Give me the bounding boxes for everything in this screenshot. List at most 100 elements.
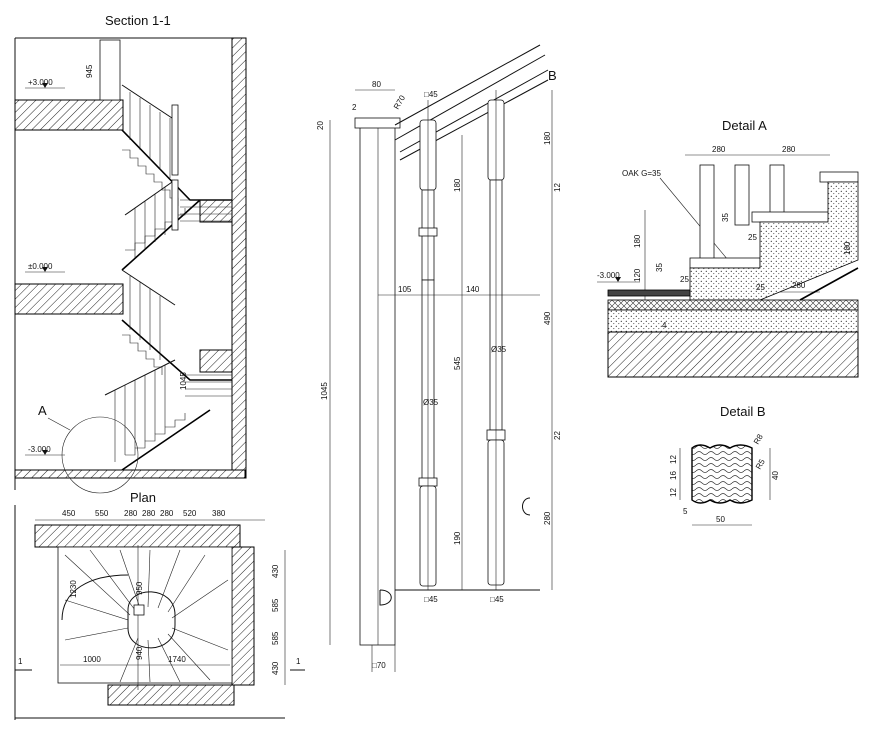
plan-well	[127, 591, 176, 649]
svg-text:585: 585	[271, 598, 280, 612]
svg-text:380: 380	[212, 509, 226, 518]
svg-text:12: 12	[669, 455, 678, 464]
level-marker-lower: -3.000	[25, 445, 65, 456]
baluster-1	[418, 100, 438, 590]
tread-upper	[751, 211, 833, 223]
svg-text:280: 280	[782, 145, 796, 154]
handrail-profile	[691, 444, 753, 504]
svg-text:16: 16	[669, 471, 678, 480]
detail-a-level: -3.000	[597, 271, 620, 280]
plan-section-mark-right: 1	[296, 657, 301, 666]
callout-label-a: A	[38, 403, 47, 418]
svg-text:950: 950	[135, 581, 144, 595]
svg-text:180: 180	[543, 131, 552, 145]
svg-text:120: 120	[633, 268, 642, 282]
svg-text:180: 180	[633, 234, 642, 248]
detail-a: Detail A 280 280 OAK G=35 180 180 35 25 …	[597, 118, 859, 378]
newel-post	[359, 124, 396, 646]
plan-dim-1740: 1740	[168, 655, 186, 664]
stringer-2	[121, 199, 201, 271]
slab-upper	[14, 99, 124, 131]
svg-text:□45: □45	[424, 595, 438, 604]
svg-text:5: 5	[683, 507, 688, 516]
baluster-elevation: 80 2 R70 20 1045 □70 B □45 □45	[316, 44, 562, 672]
svg-text:585: 585	[271, 631, 280, 645]
svg-text:1045: 1045	[179, 372, 188, 390]
plan-view: Plan 450 550 280 280 280 520 380	[14, 490, 305, 720]
svg-text:430: 430	[271, 564, 280, 578]
svg-text:R8: R8	[752, 432, 765, 446]
stringer-4	[121, 409, 211, 471]
svg-text:2: 2	[352, 103, 357, 112]
svg-text:35: 35	[655, 263, 664, 272]
svg-text:550: 550	[95, 509, 109, 518]
plan-section-mark-left: 1	[18, 657, 23, 666]
plan-top-wall	[34, 524, 241, 548]
svg-text:R5: R5	[754, 457, 767, 471]
svg-text:25: 25	[680, 275, 689, 284]
svg-text:12: 12	[669, 488, 678, 497]
svg-text:180: 180	[843, 241, 852, 255]
section-title: Section 1-1	[105, 13, 171, 28]
baluster-2	[486, 90, 506, 590]
plan-top-dims: 450 550 280 280 280 520 380	[62, 509, 226, 518]
svg-text:22: 22	[553, 431, 562, 440]
callout-circle-a	[61, 416, 139, 494]
dim-945: 945	[85, 64, 94, 78]
right-wall	[231, 37, 247, 479]
svg-text:1230: 1230	[69, 580, 78, 598]
plan-right-dims: 430 585 585 430	[271, 564, 280, 675]
svg-text:Ø35: Ø35	[491, 345, 507, 354]
svg-text:180: 180	[453, 178, 462, 192]
svg-text:280: 280	[792, 281, 806, 290]
detail-b: Detail B 12 16 12 R8 R5 40 5 50	[669, 404, 780, 526]
svg-text:280: 280	[124, 509, 138, 518]
dim-1045: 1045	[320, 382, 329, 400]
detail-a-slab	[607, 309, 859, 333]
slab-middle	[14, 283, 124, 315]
level-marker-middle: ±0.000	[25, 262, 65, 273]
svg-text:12: 12	[553, 183, 562, 192]
svg-text:35: 35	[721, 213, 730, 222]
svg-text:520: 520	[183, 509, 197, 518]
plan-bottom-wall	[107, 684, 235, 706]
svg-text:430: 430	[271, 661, 280, 675]
spacing-105: 105	[398, 285, 412, 294]
detail-a-ground	[607, 331, 859, 378]
svg-text:25: 25	[748, 233, 757, 242]
svg-text:40: 40	[771, 471, 780, 480]
svg-text:20: 20	[316, 121, 325, 130]
svg-text:Ø35: Ø35	[423, 398, 439, 407]
svg-text:190: 190	[453, 531, 462, 545]
svg-text:80: 80	[372, 80, 381, 89]
detail-a-title: Detail A	[722, 118, 767, 133]
plan-title: Plan	[130, 490, 156, 505]
detail-a-screed	[607, 299, 859, 311]
svg-text:940: 940	[135, 646, 144, 660]
level-marker-upper: +3.000	[25, 78, 65, 89]
plan-stair-treads	[64, 549, 229, 683]
spacing-140: 140	[466, 285, 480, 294]
plan-dim-1000: 1000	[83, 655, 101, 664]
rail-mark-b: B	[548, 68, 557, 83]
svg-text:280: 280	[712, 145, 726, 154]
detail-a-note: OAK G=35	[622, 169, 661, 178]
svg-text:4: 4	[662, 321, 667, 330]
svg-text:280: 280	[160, 509, 174, 518]
newel-size-label: □70	[372, 661, 386, 670]
detail-b-title: Detail B	[720, 404, 766, 419]
svg-text:+3.000: +3.000	[28, 78, 53, 87]
svg-text:□45: □45	[424, 90, 438, 99]
tread-lower	[689, 257, 761, 269]
svg-text:280: 280	[142, 509, 156, 518]
svg-text:25: 25	[756, 283, 765, 292]
svg-text:545: 545	[453, 356, 462, 370]
svg-text:□45: □45	[490, 595, 504, 604]
svg-text:50: 50	[716, 515, 725, 524]
svg-text:-3.000: -3.000	[28, 445, 51, 454]
svg-text:R70: R70	[392, 93, 407, 111]
svg-text:±0.000: ±0.000	[28, 262, 53, 271]
section-1-1: Section 1-1 +3.000 ±0.000 -3.000 945	[14, 13, 247, 494]
svg-text:280: 280	[543, 511, 552, 525]
